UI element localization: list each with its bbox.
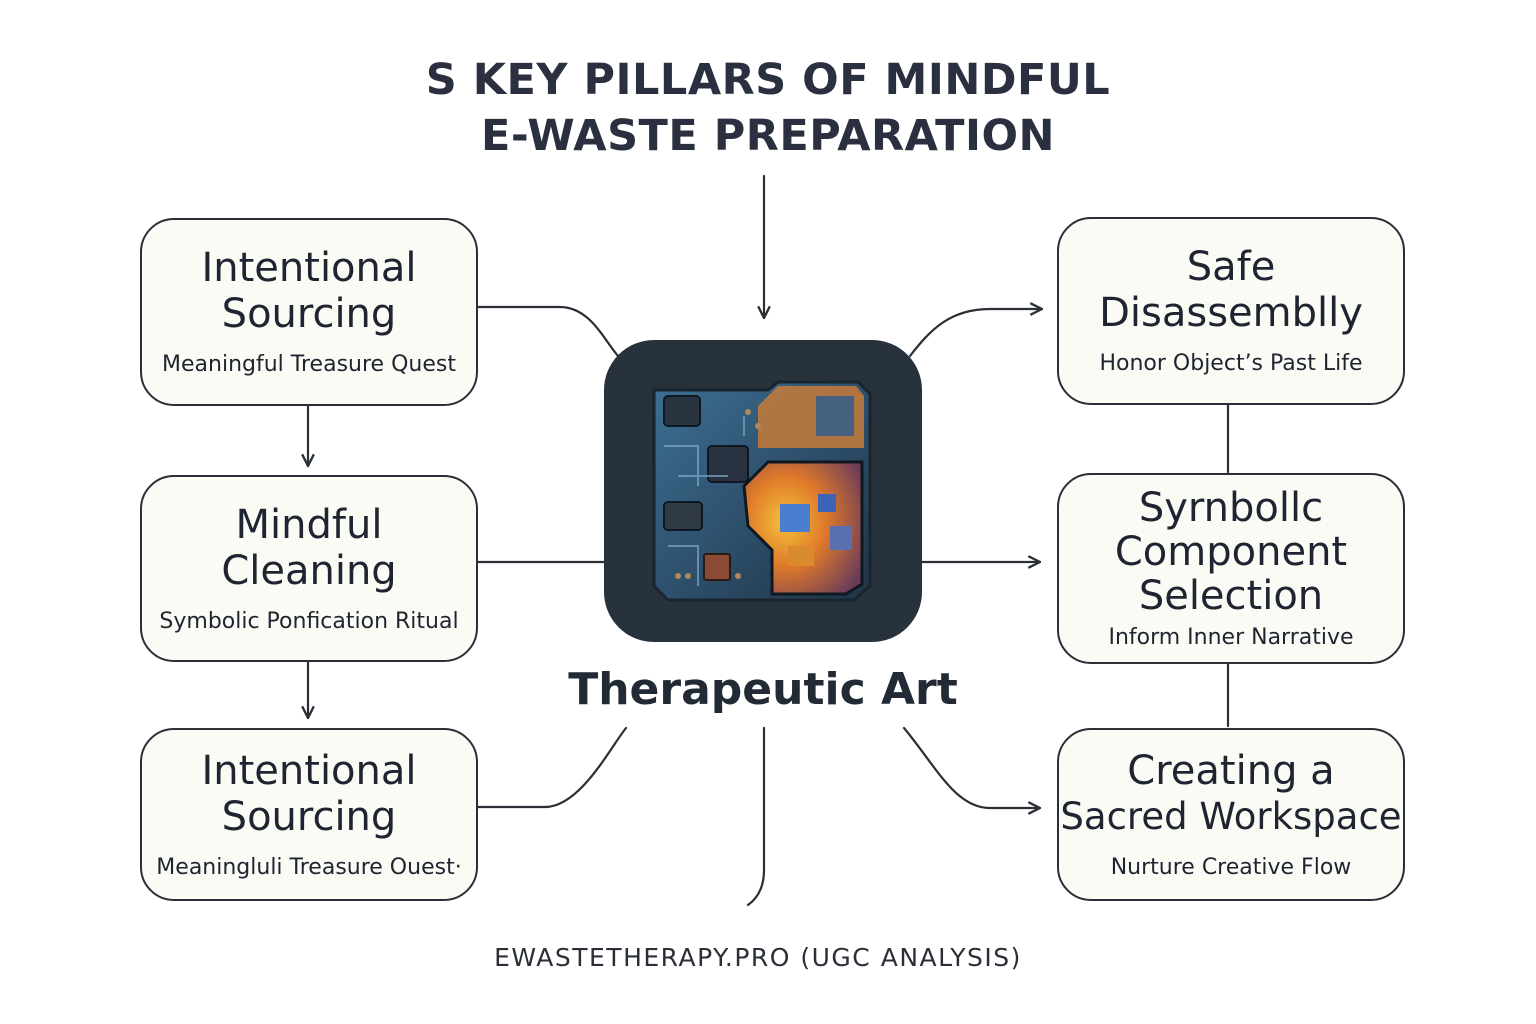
node-title: Mindful Cleaning [221,501,397,594]
left-3-to-center-connector [476,726,628,809]
node-mindful-cleaning: Mindful Cleaning Symbolic Ponfication Ri… [140,475,478,662]
center-label: Therapeutic Art [568,664,958,715]
diagram-title: S KEY PILLARS OF MINDFUL E-WASTE PREPARA… [0,52,1536,164]
left-1-to-center-connector [476,305,620,358]
center-to-right-3-arrow [902,726,1040,808]
node-safe-disassembly: Safe Disassemblly Honor Object’s Past Li… [1057,217,1405,405]
node-symbolic-component-selection: Syrnbollc Component Selection Inform Inn… [1057,473,1405,664]
center-down-line [746,726,766,907]
diagram-title-line-2: E-WASTE PREPARATION [481,111,1055,161]
diagram-title-line-1: S KEY PILLARS OF MINDFUL [425,55,1111,105]
node-intentional-sourcing: Intentional Sourcing Meaningful Treasure… [140,218,478,406]
node-subtitle: Symbolic Ponfication Ritual [159,608,459,634]
node-subtitle: Meaningluli Treasure Ouest· [156,854,462,880]
node-subtitle: Honor Object’s Past Life [1099,351,1363,376]
node-title: Safe Disassemblly [1099,244,1363,336]
node-subtitle: Inform Inner Narrative [1108,624,1354,650]
circuit-board-art-icon [652,380,872,602]
node-title: Syrnbollc Component Selection [1114,484,1348,619]
node-title: Creating a Sacred Workspace [1060,747,1402,838]
node-sacred-workspace: Creating a Sacred Workspace Nurture Crea… [1057,728,1405,901]
node-title: Intentional Sourcing [201,245,417,337]
node-title: Intentional Sourcing [201,747,417,840]
node-subtitle: Nurture Creative Flow [1110,854,1352,880]
node-subtitle: Meaningful Treasure Quest [162,352,456,377]
node-intentional-sourcing-2: Intentional Sourcing Meaningluli Treasur… [140,728,478,901]
center-to-right-1-arrow [908,309,1042,358]
center-tile [604,340,922,642]
footer-source: EWASTETHERAPY.PRO (UGC ANALYSIS) [494,943,1022,972]
